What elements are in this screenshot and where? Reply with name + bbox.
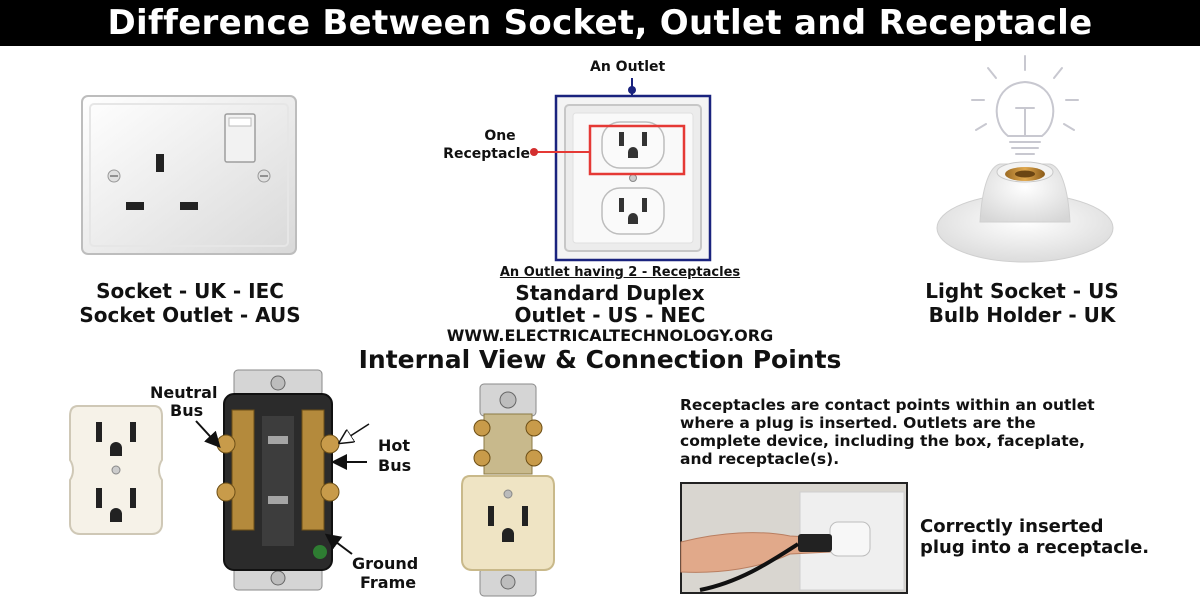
description-line-4: and receptacle(s). — [680, 450, 840, 468]
uk-socket-caption-2: Socket Outlet - AUS — [79, 303, 301, 327]
receptacle-label-1: One — [484, 128, 516, 144]
title-bar: Difference Between Socket, Outlet and Re… — [0, 0, 1200, 46]
description-line-3: complete device, including the box, face… — [680, 432, 1086, 450]
light-socket-caption-1: Light Socket - US — [925, 279, 1119, 303]
plug-insertion-photo — [680, 482, 908, 594]
arrow-icon — [324, 533, 353, 555]
website-label: WWW.ELECTRICALTECHNOLOGY.ORG — [446, 326, 774, 345]
hot-bus-label-1: Hot — [378, 436, 411, 455]
outlet-caption-2: Outlet - US - NEC — [514, 303, 706, 327]
arrow-icon — [325, 423, 370, 450]
outlet-subcaption: An Outlet having 2 - Receptacles — [499, 265, 741, 280]
description-line-1: Receptacles are contact points within an… — [680, 396, 1095, 414]
outlet-label: An Outlet — [590, 59, 666, 75]
outlet-diagram — [530, 78, 712, 262]
arrow-icon — [195, 420, 221, 448]
neutral-bus-label-2: Bus — [170, 401, 204, 420]
hot-bus-label-2: Bus — [378, 456, 412, 475]
ground-frame-label-1: Ground — [352, 554, 419, 573]
outlet-caption-1: Standard Duplex — [515, 281, 705, 305]
uk-socket-image — [81, 95, 297, 255]
internal-view-image — [216, 369, 340, 591]
light-socket-caption-2: Bulb Holder - UK — [928, 303, 1116, 327]
ground-frame-label-2: Frame — [360, 573, 417, 592]
arrow-icon — [331, 454, 367, 470]
plug-caption-1: Correctly inserted — [920, 516, 1104, 537]
description-line-2: where a plug is inserted. Outlets are th… — [680, 414, 1036, 432]
neutral-bus-label-1: Neutral — [150, 383, 218, 402]
light-bulb-icon — [971, 55, 1079, 155]
receptacle-label-2: Receptacle — [443, 146, 530, 162]
uk-socket-caption-1: Socket - UK - IEC — [96, 279, 284, 303]
plug-caption-2: plug into a receptacle. — [920, 537, 1150, 558]
duplex-receptacle-image — [69, 405, 163, 535]
section-title: Internal View & Connection Points — [358, 345, 842, 374]
side-receptacle-image — [461, 383, 555, 597]
bulb-holder-image — [936, 161, 1114, 263]
page-title: Difference Between Socket, Outlet and Re… — [107, 3, 1093, 43]
